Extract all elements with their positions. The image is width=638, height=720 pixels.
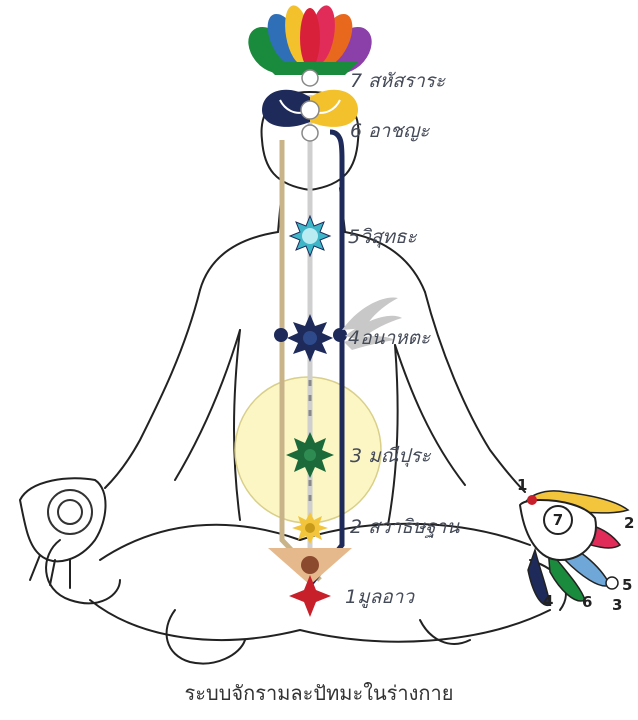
crown-lotus-icon — [248, 5, 372, 87]
right-hand-fingers — [518, 490, 630, 606]
manipura-icon — [286, 432, 334, 478]
finger-number-1: 1 — [517, 476, 527, 494]
finger-number-4: 4 — [543, 592, 553, 610]
finger-number-3: 3 — [612, 596, 622, 614]
palm-mark-number: 7 — [553, 511, 563, 529]
chakra-label-4: 4อนาหตะ — [348, 327, 431, 349]
chakra-labels: 7 สหัสราระ 6 อาชญะ 5วิสุทธะ 4อนาหตะ 3 มณ… — [345, 70, 460, 608]
finger-number-2: 2 — [624, 514, 634, 532]
finger-number-5: 5 — [622, 576, 632, 594]
pingala-channel — [308, 129, 345, 587]
muladhara-icon — [268, 548, 352, 617]
chakra-label-1: 1มูลอาว — [345, 586, 415, 608]
svadhisthana-icon — [292, 512, 328, 544]
ajna-wings-icon — [262, 89, 358, 142]
chakra-label-2: 2 สวาธิษฐาน — [350, 516, 460, 538]
chakra-label-7: 7 สหัสราระ — [350, 70, 446, 92]
finger-numbers: 1 2 3 4 5 6 — [517, 476, 634, 614]
left-palm-circle — [47, 489, 93, 535]
heart-wing-icon — [342, 297, 402, 350]
vishuddha-icon — [288, 214, 332, 258]
chakra-label-3: 3 มณีปุระ — [350, 445, 432, 467]
finger-number-6: 6 — [582, 593, 592, 611]
body-outline — [18, 90, 567, 665]
diagram-caption: ระบบจักรามละปัทมะในร่างกาย — [185, 681, 454, 705]
chakra-label-6: 6 อาชญะ — [350, 120, 430, 142]
chakra-label-5: 5วิสุทธะ — [348, 226, 417, 248]
anahata-icon — [274, 314, 347, 362]
